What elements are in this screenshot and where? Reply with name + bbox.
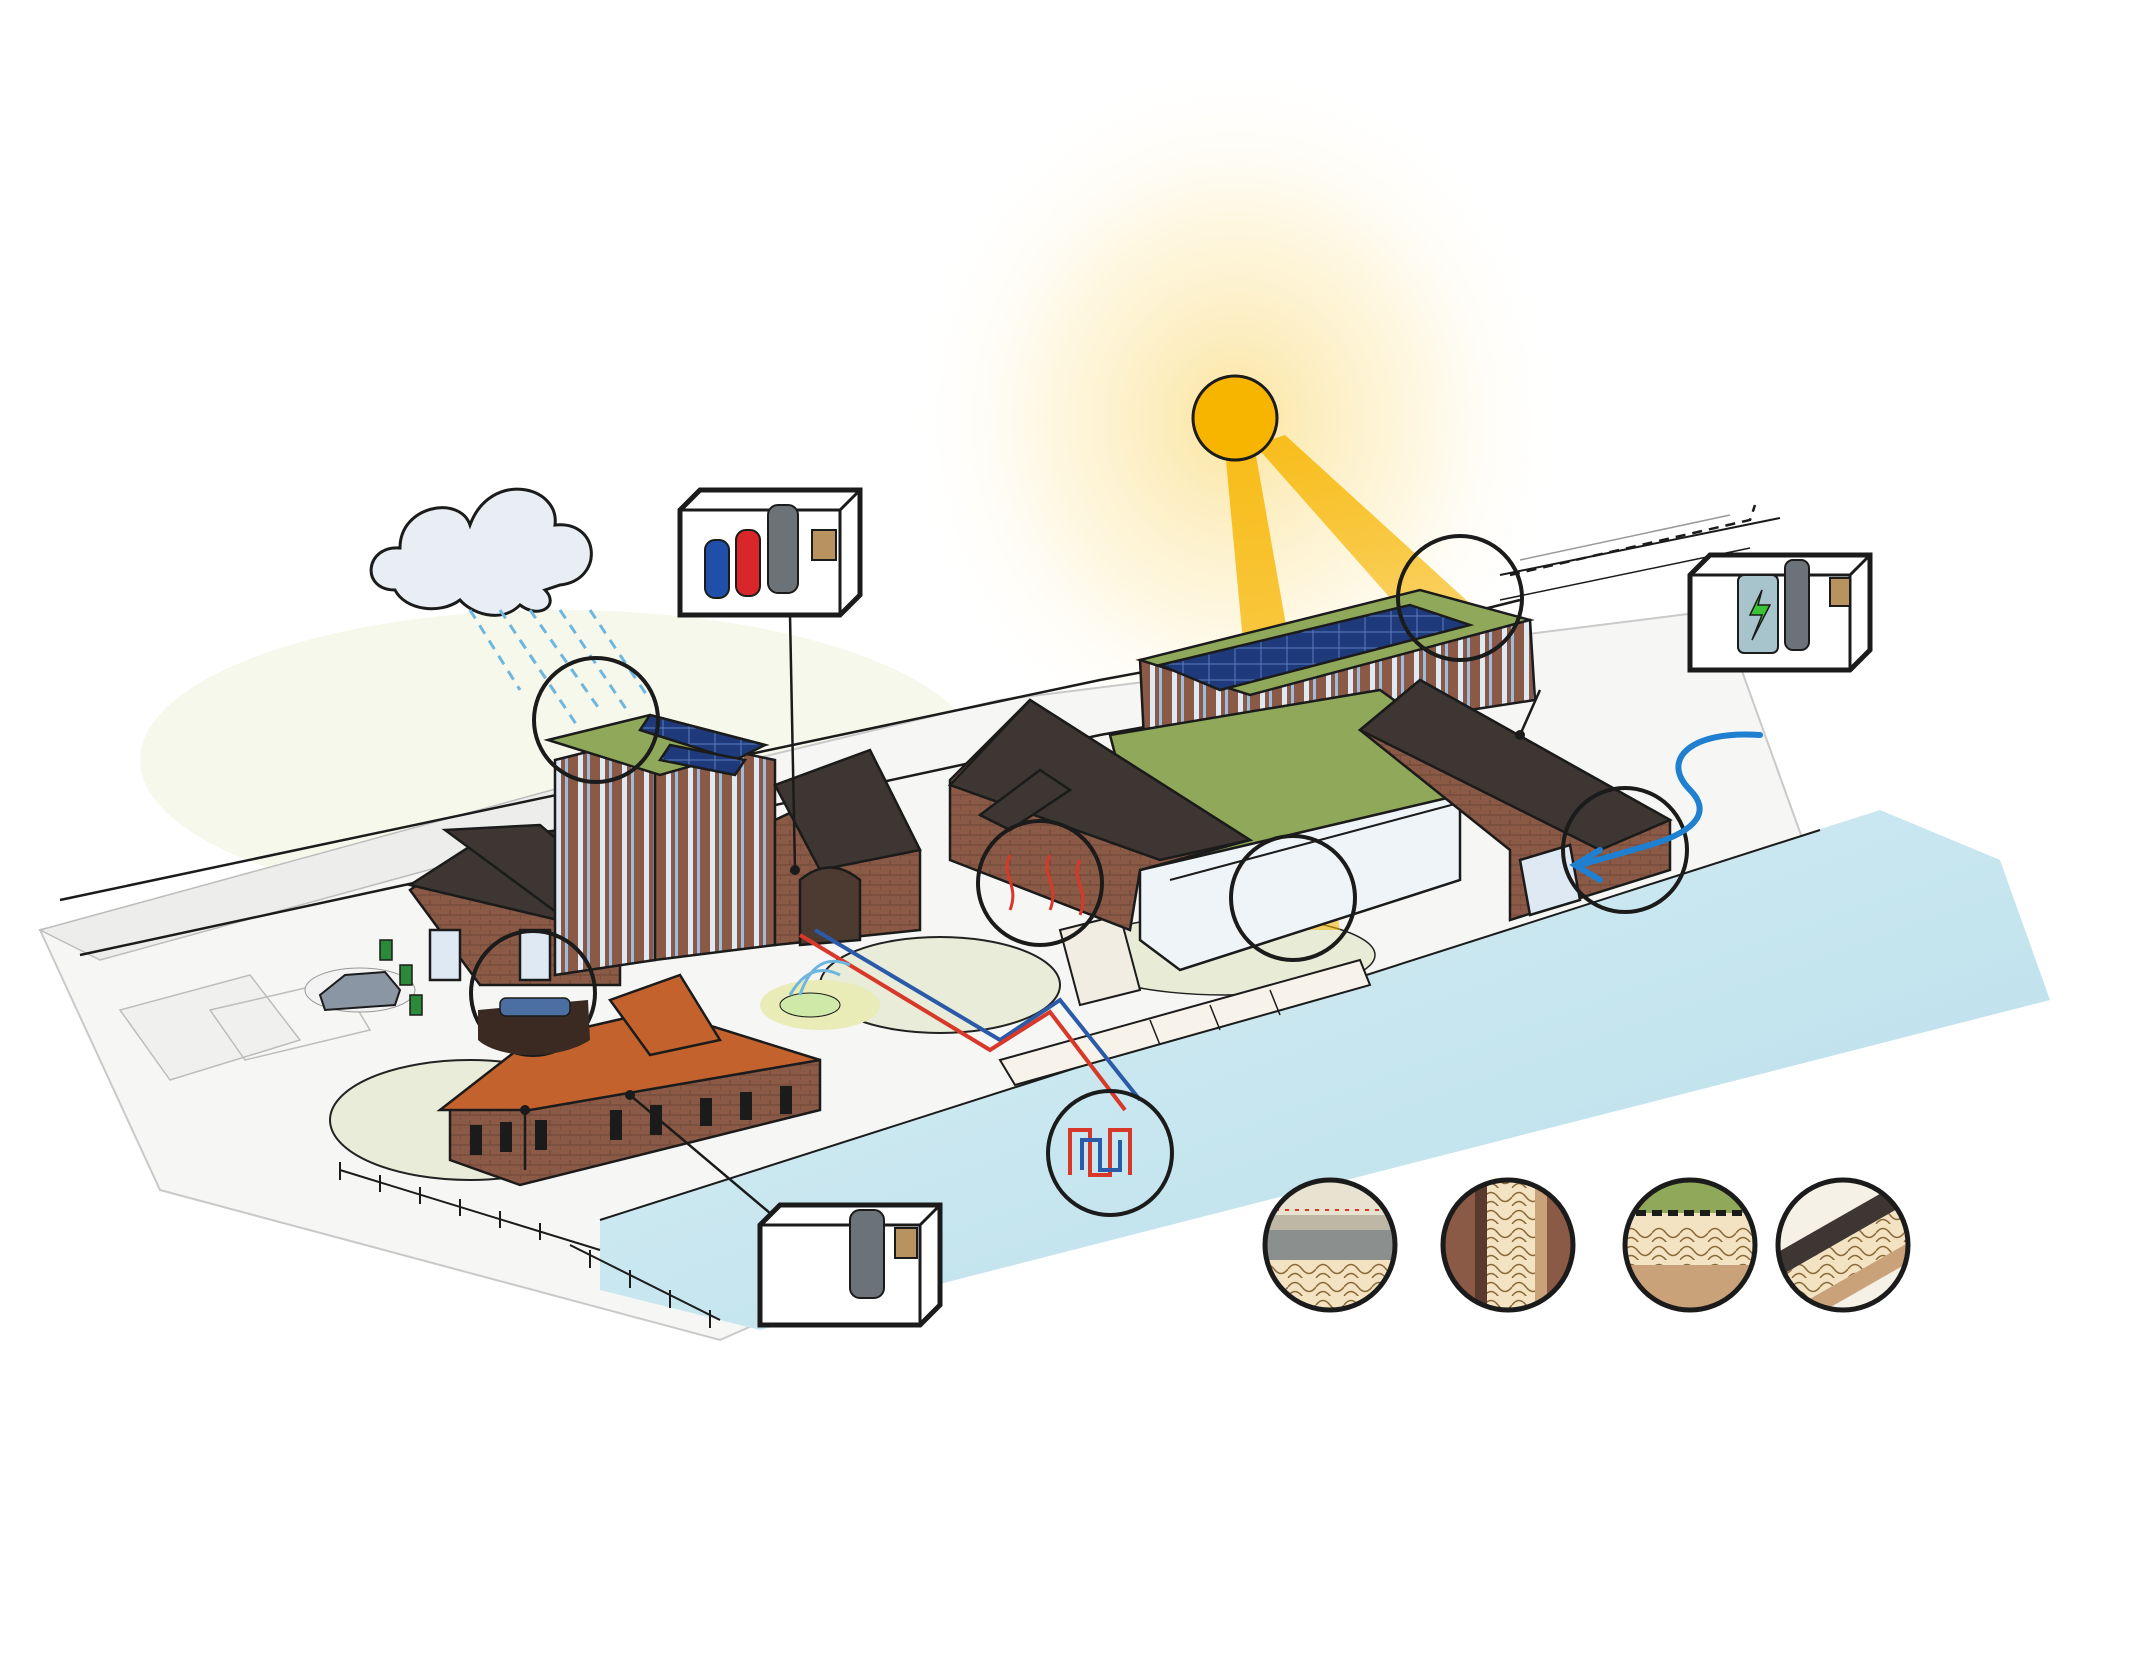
storage-basement-detail <box>478 997 590 1055</box>
heat-pump-icon <box>894 1227 918 1259</box>
heat-radiator-detail <box>1005 854 1085 916</box>
water-tank-callout <box>677 487 863 618</box>
boiler-callout <box>757 1202 943 1328</box>
boiler-icon <box>1784 559 1810 651</box>
car-icon <box>318 970 402 1012</box>
geothermal-pipes <box>798 928 1142 1112</box>
sun-icon <box>1191 374 1279 462</box>
callout-lines <box>523 504 1757 1231</box>
ground-loop-detail <box>1068 1128 1132 1177</box>
fence <box>339 1162 721 1328</box>
tower-building <box>543 713 777 977</box>
pitched-roof-detail <box>1775 1177 1911 1313</box>
battery-icon <box>1737 574 1779 654</box>
ev-charger-icon <box>379 939 423 1016</box>
water-tank-icon <box>704 529 761 599</box>
water-flow-arrow <box>1569 731 1763 883</box>
left-wing <box>947 698 1254 932</box>
battery-callout <box>1687 552 1873 673</box>
heat-pump-icon <box>1829 577 1851 607</box>
barn-building <box>773 748 922 947</box>
heat-pump-icon <box>811 529 837 561</box>
green-roof-detail <box>1622 1177 1758 1313</box>
water-fountain <box>779 959 851 1018</box>
quay <box>998 913 1372 1087</box>
boiler-icon <box>767 504 799 594</box>
boiler-icon <box>849 1209 885 1299</box>
highlight-circles <box>469 534 1689 1217</box>
cloud-icon <box>369 487 593 617</box>
rain-icon <box>468 609 652 731</box>
parking-area <box>304 939 423 1016</box>
wall-insulation-detail <box>1440 1177 1576 1313</box>
